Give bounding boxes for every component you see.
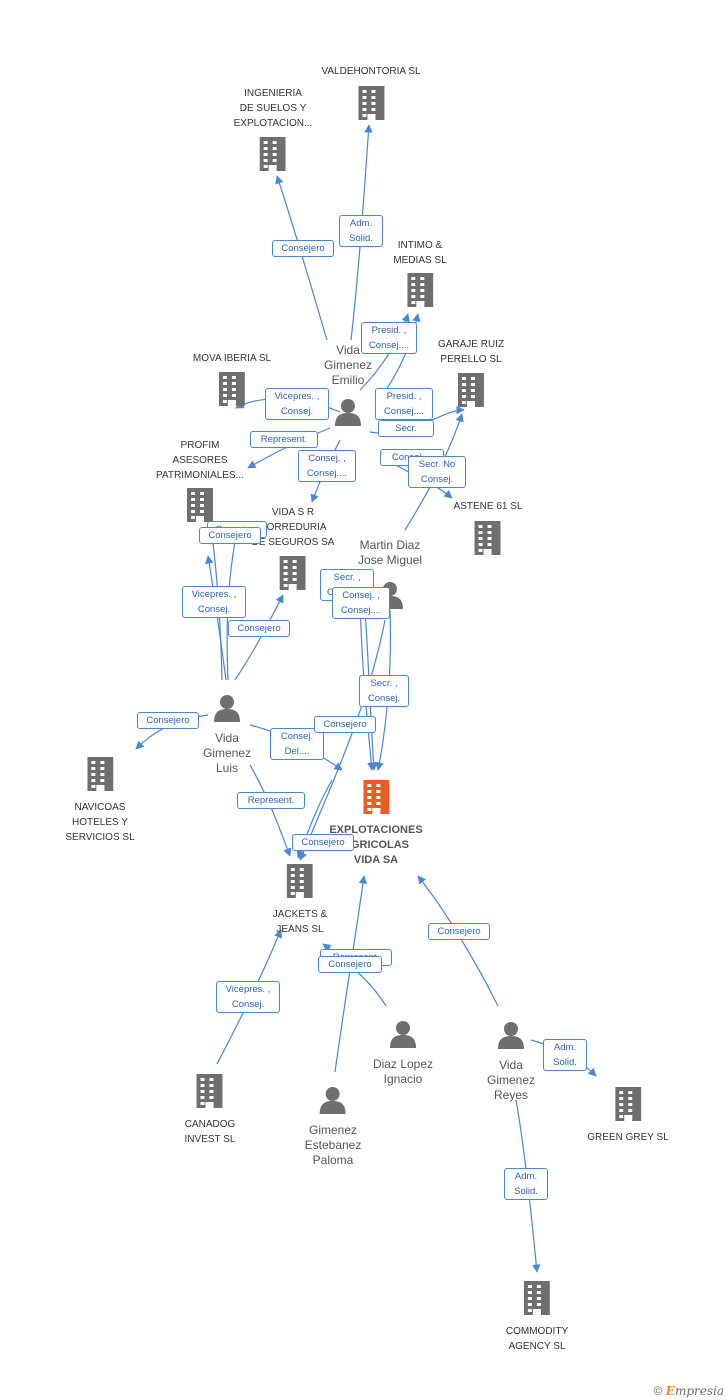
node-intimo[interactable]: INTIMO & MEDIAS SL	[393, 238, 447, 312]
building-icon	[438, 373, 504, 412]
edge-label[interactable]: Represent.	[237, 792, 305, 809]
node-luis[interactable]: Vida Gimenez Luis	[203, 694, 251, 776]
building-icon	[273, 864, 327, 903]
edge-label[interactable]: Consejero	[199, 527, 261, 544]
building-icon	[454, 521, 523, 560]
building-icon	[252, 556, 335, 595]
node-label: JACKETS & JEANS SL	[272, 909, 328, 935]
edge-label[interactable]: Consejero	[314, 716, 376, 733]
edge-label[interactable]: Adm. Solid.	[504, 1168, 548, 1200]
brand-name: mpresia	[674, 1384, 724, 1398]
person-icon	[305, 1086, 362, 1119]
node-label: INTIMO & MEDIAS SL	[393, 240, 447, 266]
node-label: GREEN GREY SL	[587, 1132, 669, 1143]
node-label: ASTENE 61 SL	[453, 501, 523, 512]
node-greengrey[interactable]: GREEN GREY SL	[587, 1087, 669, 1145]
focal-building-icon	[329, 780, 422, 819]
node-profim[interactable]: PROFIM ASESORES PATRIMONIALES...	[156, 438, 244, 527]
node-valdehontoria[interactable]: VALDEHONTORIA SL	[321, 64, 421, 125]
node-label: EXPLOTACIONES AGRICOLAS VIDA SA	[329, 824, 423, 866]
node-navicoas[interactable]: NAVICOAS HOTELES Y SERVICIOS SL	[65, 757, 135, 845]
node-ignacio[interactable]: Diaz Lopez Ignacio	[373, 1020, 433, 1087]
person-icon	[203, 694, 251, 727]
node-label: Vida Gimenez Luis	[202, 731, 252, 775]
node-paloma[interactable]: Gimenez Estebanez Paloma	[304, 1086, 362, 1168]
edge-label[interactable]: Consejero	[428, 923, 490, 940]
node-commodity[interactable]: COMMODITY AGENCY SL	[506, 1281, 568, 1354]
edge-label[interactable]: Consejero	[292, 834, 354, 851]
edge-line	[275, 175, 328, 341]
edge-label[interactable]: Consejero	[228, 620, 290, 637]
edge-label[interactable]: Vicepres. , Consej.	[182, 586, 246, 618]
node-label: CANADOG INVEST SL	[184, 1119, 236, 1145]
edge-line	[417, 875, 499, 1007]
edge-label[interactable]: Consejero	[272, 240, 334, 257]
building-icon	[234, 137, 313, 176]
node-emilio[interactable]: Vida Gimenez Emilio	[324, 343, 372, 431]
node-label: COMMODITY AGENCY SL	[505, 1326, 569, 1352]
edge-label[interactable]: Presid. , Consej....	[361, 322, 417, 354]
node-label: Vida Gimenez Emilio	[323, 343, 373, 387]
edge-label[interactable]: Consej. Del....	[270, 728, 324, 760]
edge-label[interactable]: Vicepres. , Consej.	[265, 388, 329, 420]
edge-label[interactable]: Secr. , Consej.	[359, 675, 409, 707]
node-label: MOVA IBERIA SL	[192, 353, 272, 364]
edge-label[interactable]: Consej. , Consej....	[332, 587, 390, 619]
node-mova[interactable]: MOVA IBERIA SL	[193, 351, 271, 411]
node-ingenieria[interactable]: INGENIERIA DE SUELOS Y EXPLOTACION...	[233, 86, 313, 176]
edge-label[interactable]: Represent.	[250, 431, 318, 448]
node-label: Diaz Lopez Ignacio	[372, 1057, 434, 1086]
edge-line	[359, 313, 410, 391]
person-icon	[324, 398, 372, 431]
person-icon	[373, 1020, 433, 1053]
edge-line	[205, 555, 227, 681]
edge-label[interactable]: Adm. Solid.	[339, 215, 383, 247]
node-label: PROFIM ASESORES PATRIMONIALES...	[156, 440, 244, 481]
building-icon	[321, 86, 420, 125]
edge-label[interactable]: Secr.	[378, 420, 434, 437]
node-jackets[interactable]: JACKETS & JEANS SL	[273, 864, 327, 937]
brand-initial: E	[665, 1384, 675, 1398]
node-label: Martin Diaz Jose Miguel	[357, 538, 423, 567]
node-label: VALDEHONTORIA SL	[321, 66, 421, 77]
node-label: NAVICOAS HOTELES Y SERVICIOS SL	[65, 802, 135, 843]
node-label: Gimenez Estebanez Paloma	[304, 1123, 362, 1167]
node-label: GARAJE RUIZ PERELLO SL	[437, 339, 505, 365]
edge-label[interactable]: Consejero	[137, 712, 199, 729]
building-icon	[506, 1281, 568, 1320]
edge-label[interactable]: Presid. , Consej....	[375, 388, 433, 420]
building-icon	[156, 488, 244, 527]
building-icon	[193, 372, 271, 411]
building-icon	[65, 757, 134, 796]
person-icon	[487, 1021, 535, 1054]
edge-label[interactable]: Adm. Solid.	[543, 1039, 587, 1071]
node-label: Vida Gimenez Reyes	[486, 1058, 536, 1102]
brand-footer: © Empresia	[654, 1384, 724, 1398]
edge-label[interactable]: Secr. No Consej.	[408, 456, 466, 488]
edge-line	[249, 764, 292, 857]
building-icon	[587, 1087, 669, 1126]
node-label: INGENIERIA DE SUELOS Y EXPLOTACION...	[233, 88, 313, 129]
edge-label[interactable]: Vicepres. , Consej.	[216, 981, 280, 1013]
copyright-symbol: ©	[653, 1384, 663, 1398]
node-reyes[interactable]: Vida Gimenez Reyes	[487, 1021, 535, 1103]
node-canadog[interactable]: CANADOG INVEST SL	[184, 1074, 236, 1147]
building-icon	[393, 273, 446, 312]
edge-line	[296, 779, 333, 859]
edge-label[interactable]: Consejero	[318, 956, 382, 973]
edge-line	[299, 619, 386, 861]
building-icon	[185, 1074, 236, 1113]
edge-label[interactable]: Consej. , Consej....	[298, 450, 356, 482]
node-garaje[interactable]: GARAJE RUIZ PERELLO SL	[438, 337, 504, 412]
node-explotaciones[interactable]: EXPLOTACIONES AGRICOLAS VIDA SA	[329, 780, 423, 868]
node-astene[interactable]: ASTENE 61 SL	[453, 499, 523, 560]
